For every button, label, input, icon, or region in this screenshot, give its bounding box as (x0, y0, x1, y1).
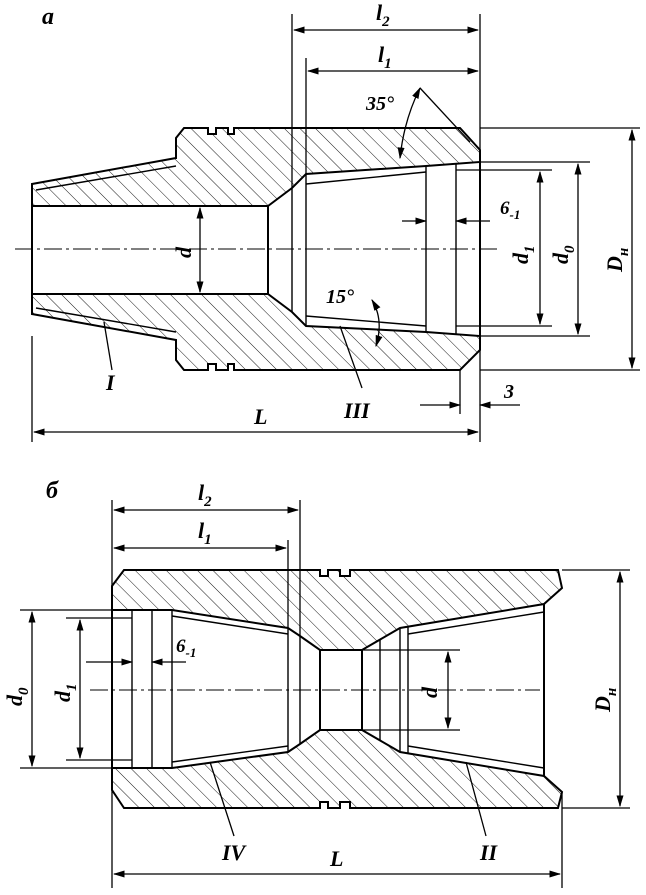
figure-b-cone-right-lower (407, 745, 545, 769)
figure-b: б (2, 478, 630, 888)
figure-a-label-angle-15: 15° (326, 286, 354, 308)
figure-a-label-d0: d0 (548, 245, 578, 264)
figure-b-label-L: L (329, 846, 343, 871)
figure-a-label-zone-III: III (343, 398, 371, 423)
figure-b-leader-II (465, 761, 487, 837)
figure-b-label-d0: d0 (2, 687, 32, 706)
figure-a-leader-III (339, 325, 363, 389)
figure-a-leader-I (103, 321, 113, 371)
figure-a-label-L: L (253, 404, 267, 429)
figure-a-label-d: d (171, 246, 196, 258)
figure-a-letter: а (42, 4, 54, 30)
figure-a-label-zone-I: I (105, 370, 116, 395)
figure-a-angle-35-arc (397, 86, 421, 160)
figure-b-cone-left-upper (171, 615, 289, 635)
figure-a: а (15, 0, 640, 442)
figure-b-label-d: d (417, 686, 442, 698)
figure-b-label-l2: l2 (198, 480, 212, 510)
figure-a-label-d1: d1 (508, 246, 538, 265)
figure-a-thread-upper (35, 165, 177, 191)
figure-b-label-zone-II: II (479, 840, 499, 865)
figure-a-label-l2: l2 (376, 0, 390, 30)
figure-a-upper-section (31, 127, 481, 207)
figure-b-label-Dn: Dн (590, 688, 620, 713)
figure-b-cone-right-upper (407, 611, 545, 635)
figure-a-cone-upper (305, 171, 427, 185)
figure-a-label-l1: l1 (378, 42, 392, 72)
figure-a-label-Dn: Dн (602, 248, 632, 273)
figure-a-angle-15-arc (371, 298, 383, 348)
figure-b-upper-section (111, 569, 564, 651)
figure-a-label-angle-35: 35° (365, 93, 394, 115)
figure-b-label-zone-IV: IV (221, 840, 248, 865)
figure-a-label-3: 3 (503, 381, 514, 403)
figure-b-lower-section (111, 729, 564, 809)
figure-b-leader-IV (209, 761, 235, 837)
figure-b-label-6: 6-1 (176, 636, 196, 660)
figure-b-label-d1: d1 (50, 684, 80, 703)
figure-a-thread-lower (35, 307, 177, 333)
figure-a-cone-lower (305, 315, 427, 327)
figure-a-label-6: 6-1 (500, 198, 520, 222)
figure-b-label-l1: l1 (198, 518, 212, 548)
figure-a-lower-section (31, 293, 481, 371)
figure-b-cone-left-lower (171, 745, 289, 763)
figure-b-letter: б (46, 478, 59, 504)
